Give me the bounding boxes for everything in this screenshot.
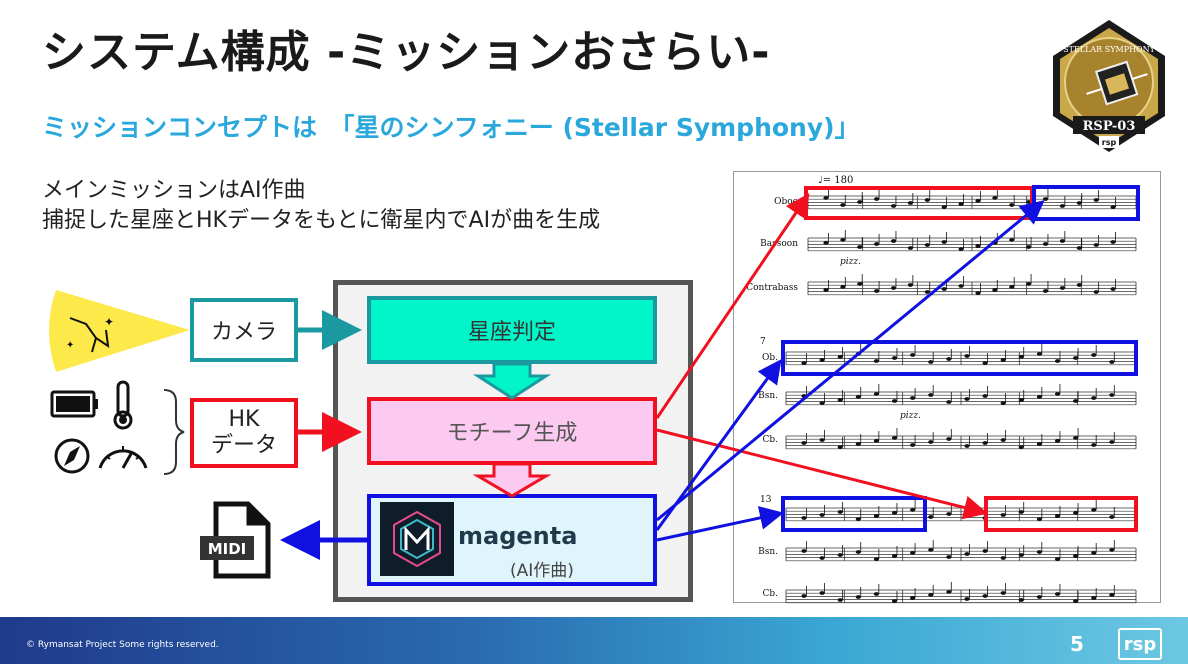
brace-icon xyxy=(163,389,185,475)
emblem-bottom-text: RSP-03 xyxy=(1083,119,1136,134)
hk-data-box: HK データ xyxy=(190,398,298,468)
footer-bar xyxy=(0,617,1188,664)
constellation-icon: ✦ ✦ xyxy=(49,290,190,372)
emblem-tag-text: rsp xyxy=(1102,138,1117,147)
emblem-top-text: STELLAR SYMPHONY xyxy=(1063,45,1155,54)
svg-text:✦: ✦ xyxy=(66,340,74,351)
page-title: システム構成 -ミッションおさらい- xyxy=(42,27,771,78)
page-subtitle: ミッションコンセプトは 「星のシンフォニー (Stellar Symphony)… xyxy=(42,113,860,142)
copyright-text: © Rymansat Project Some rights reserved. xyxy=(26,640,219,650)
constellation-judge-box: 星座判定 xyxy=(367,296,657,364)
magenta-subtitle: (AI作曲) xyxy=(510,561,574,581)
battery-icon xyxy=(50,390,98,418)
hk-label-line1: HK xyxy=(228,407,260,432)
gauge-icon xyxy=(98,446,148,469)
rsp-logo: rsp xyxy=(1118,628,1162,660)
motif-generation-box: モチーフ生成 xyxy=(367,397,657,465)
magenta-logo-icon xyxy=(380,502,454,576)
thermometer-icon xyxy=(113,380,133,430)
camera-label: カメラ xyxy=(210,320,277,345)
magenta-name: magenta xyxy=(458,522,578,550)
description-line-1: メインミッションはAI作曲 xyxy=(42,178,306,203)
motif-generation-label: モチーフ生成 xyxy=(446,421,578,446)
description-line-2: 捕捉した星座とHKデータをもとに衛星内でAIが曲を生成 xyxy=(42,208,601,233)
compass-icon xyxy=(54,438,90,474)
camera-box: カメラ xyxy=(190,298,298,362)
music-score xyxy=(733,171,1161,603)
constellation-judge-label: 星座判定 xyxy=(467,320,556,345)
page-number: 5 xyxy=(1070,632,1084,656)
midi-file-icon: MIDI xyxy=(200,501,271,579)
svg-text:✦: ✦ xyxy=(104,315,114,329)
mission-emblem-icon: STELLAR SYMPHONY RSP-03 rsp xyxy=(1053,20,1165,152)
hk-label-line2: データ xyxy=(210,433,277,458)
midi-label: MIDI xyxy=(208,540,247,558)
